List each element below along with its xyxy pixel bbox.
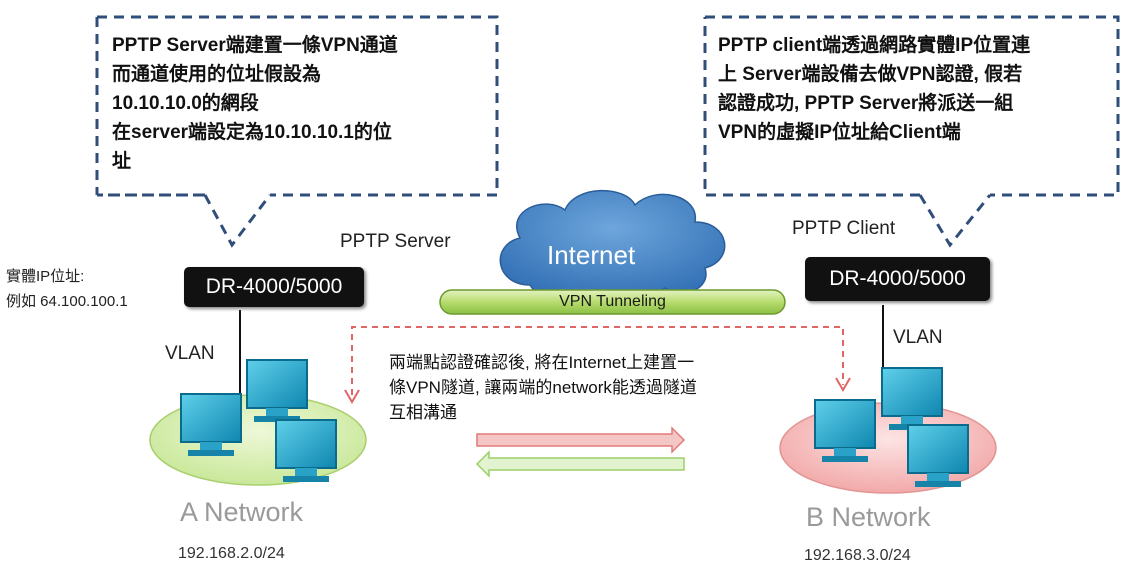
monitor-icon <box>814 399 876 462</box>
monitor-icon <box>275 419 337 482</box>
left-callout-shape <box>95 15 499 248</box>
client-device: DR-4000/5000 <box>805 257 990 301</box>
physical-ip-label: 實體IP位址: <box>6 268 85 285</box>
internet-label: Internet <box>547 240 636 270</box>
vpn-tunnel-bar <box>439 289 786 315</box>
left-callout-text: PPTP Server端建置一條VPN通道 而通道使用的位址假設為 10.10.… <box>112 35 398 172</box>
client-label: PPTP Client <box>792 218 896 239</box>
server-label: PPTP Server <box>340 231 451 252</box>
server-device: DR-4000/5000 <box>184 267 364 307</box>
right-callout-text: PPTP client端透過網路實體IP位置連 上 Server端設備去做VPN… <box>718 35 1031 143</box>
tunnel-label: VPN Tunneling <box>559 293 666 310</box>
monitor-icon <box>907 424 969 487</box>
network-b-subnet: 192.168.3.0/24 <box>804 547 911 564</box>
vlan-left-label: VLAN <box>165 343 215 364</box>
network-a-label: A Network <box>180 497 304 527</box>
network-a-subnet: 192.168.2.0/24 <box>178 545 285 562</box>
traffic-right-arrow <box>476 426 686 454</box>
auth-connection-line <box>344 326 851 404</box>
vlan-right-label: VLAN <box>893 327 943 348</box>
monitor-icon <box>180 393 242 456</box>
right-callout-shape <box>703 15 1120 248</box>
traffic-left-arrow <box>475 450 685 478</box>
physical-ip-example: 例如 64.100.100.1 <box>6 293 128 310</box>
center-explanation: 兩端點認證確認後, 將在Internet上建置一 條VPN隧道, 讓兩端的net… <box>389 353 697 422</box>
network-b-label: B Network <box>806 502 931 532</box>
